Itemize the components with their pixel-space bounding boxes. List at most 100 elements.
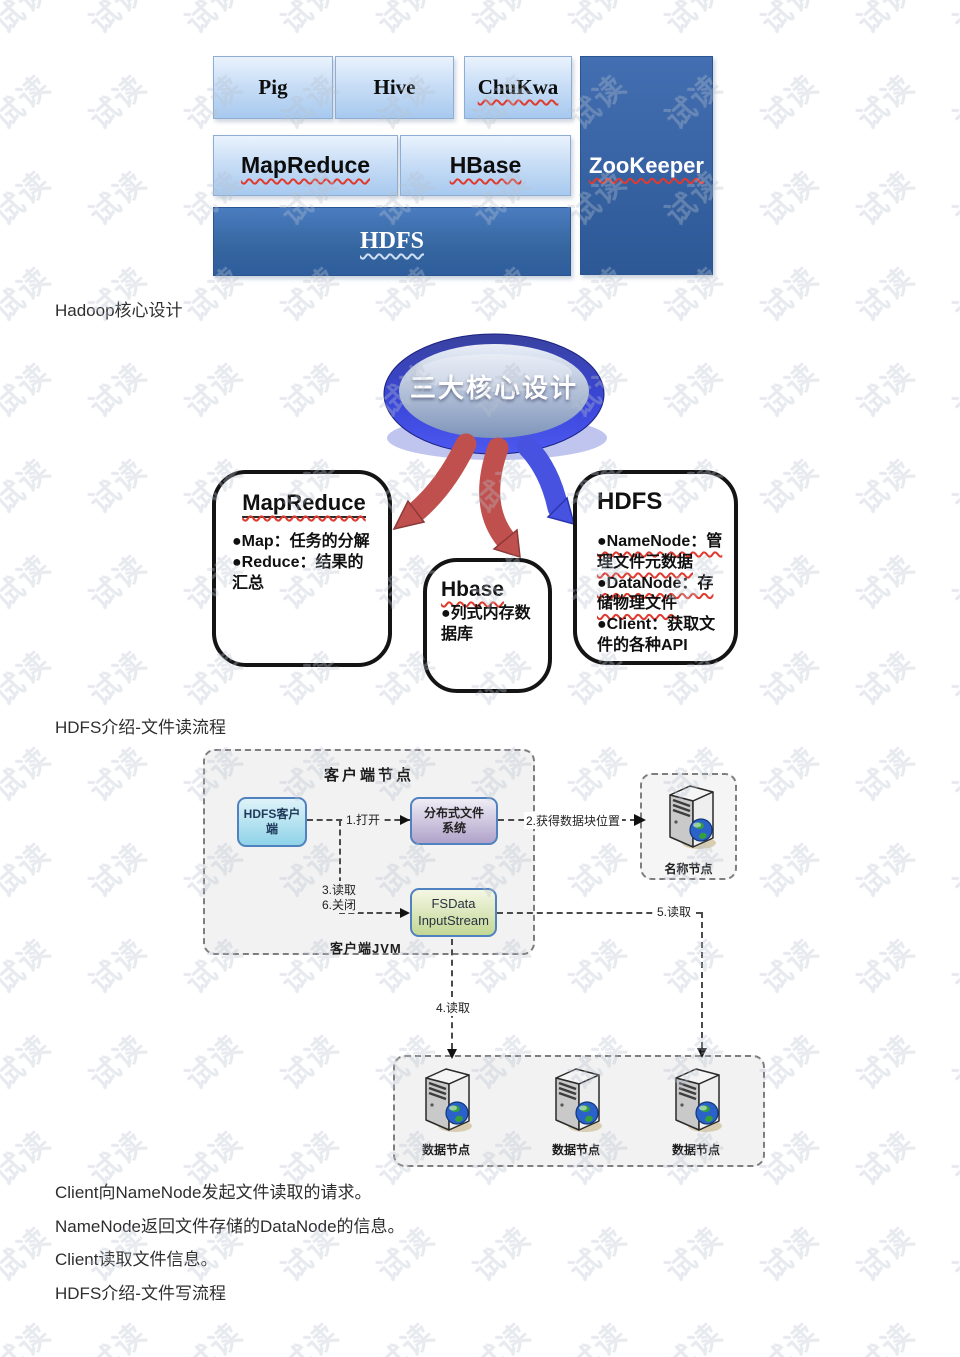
- core-mapreduce-title: MapReduce: [242, 490, 366, 518]
- step-open-label: 1.打开: [344, 811, 383, 828]
- distributed-fs-box: 分布式文件 系统: [410, 797, 498, 845]
- watermark-text: 试读: [947, 1028, 960, 1097]
- watermark-text: 试读: [851, 452, 922, 521]
- core-ellipse-title: 三大核心设计: [409, 373, 578, 403]
- watermark-text: 试读: [563, 1316, 634, 1357]
- core-box-hbase: Hbase ●列式内存数据库: [423, 558, 552, 693]
- client-jvm-label: 客户端JVM: [330, 941, 402, 956]
- zookeeper-label: ZooKeeper: [589, 152, 704, 178]
- step-read3-label: 3.读取: [320, 881, 359, 898]
- watermark-text: 试读: [851, 932, 922, 1001]
- watermark-text: 试读: [947, 932, 960, 1001]
- watermark-text: 试读: [947, 0, 960, 41]
- hbase-label: HBase: [449, 152, 522, 178]
- core-hbase-bullet-1: ●列式内存数据库: [441, 605, 531, 643]
- hdfs-client-box: HDFS客户端: [237, 797, 307, 847]
- watermark-text: 试读: [0, 1220, 58, 1289]
- hdfs-client-label: HDFS客户端: [243, 807, 301, 836]
- watermark-text: 试读: [851, 548, 922, 617]
- watermark-text: 试读: [947, 836, 960, 905]
- datanode-server-icon-1: [424, 1067, 474, 1134]
- pig-label: Pig: [258, 75, 288, 99]
- watermark-text: 试读: [755, 644, 826, 713]
- watermark-text: 试读: [851, 0, 922, 41]
- watermark-text: 试读: [755, 260, 826, 329]
- watermark-text: 试读: [851, 68, 922, 137]
- stack-box-hbase: HBase: [400, 135, 571, 196]
- watermark-text: 试读: [0, 1028, 58, 1097]
- arrow-to-hbase: [479, 437, 517, 551]
- watermark-text: 试读: [83, 164, 154, 233]
- flow-arrow-read5: [697, 1048, 707, 1058]
- namenode-server-icon: [668, 784, 718, 851]
- datanode-label-3: 数据节点: [671, 1143, 720, 1157]
- watermark-text: 试读: [659, 1316, 730, 1357]
- arrow-to-mapreduce: [405, 433, 477, 523]
- watermark-text: 试读: [947, 1316, 960, 1357]
- watermark-text: 试读: [755, 452, 826, 521]
- watermark-text: 试读: [0, 548, 58, 617]
- watermark-text: 试读: [851, 740, 922, 809]
- watermark-text: 试读: [83, 740, 154, 809]
- flow-line-read4-v: [451, 939, 453, 1049]
- watermark-text: 试读: [0, 740, 58, 809]
- watermark-text: 试读: [0, 164, 58, 233]
- heading-core-design: Hadoop核心设计: [55, 301, 183, 320]
- watermark-text: 试读: [83, 0, 154, 41]
- datanode-label-2: 数据节点: [551, 1143, 600, 1157]
- mapreduce-label: MapReduce: [240, 152, 371, 178]
- hive-label: Hive: [373, 75, 416, 99]
- watermark-text: 试读: [755, 836, 826, 905]
- watermark-text: 试读: [947, 548, 960, 617]
- flow-line-read-close: [339, 912, 401, 914]
- step-get-block-location-label: 2.获得数据块位置: [524, 812, 623, 829]
- watermark-text: 试读: [467, 1220, 538, 1289]
- arrow-to-hdfs-head: [546, 496, 576, 526]
- watermark-text: 试读: [275, 356, 346, 425]
- watermark-text: 试读: [659, 0, 730, 41]
- stack-box-hive: Hive: [335, 56, 454, 119]
- flow-line-read5-h: [497, 912, 702, 914]
- step-close6-label: 6.关闭: [320, 896, 359, 913]
- watermark-text: 试读: [0, 1124, 58, 1193]
- watermark-text: 试读: [851, 1220, 922, 1289]
- stack-box-chukwa: ChuKwa: [464, 56, 572, 119]
- watermark-text: 试读: [563, 932, 634, 1001]
- watermark-text: 试读: [659, 1220, 730, 1289]
- stack-box-hdfs: HDFS: [213, 207, 571, 276]
- datanode-server-icon-2: [554, 1067, 604, 1134]
- watermark-text: 试读: [947, 356, 960, 425]
- paragraph-1: Client向NameNode发起文件读取的请求。: [55, 1183, 372, 1202]
- core-hdfs-title: HDFS: [597, 488, 663, 515]
- core-ellipse-shadow: [387, 416, 607, 460]
- watermark-text: 试读: [467, 0, 538, 41]
- fsdata-line2: InputStream: [418, 912, 489, 928]
- stack-box-zookeeper: ZooKeeper: [580, 56, 713, 275]
- watermark-text: 试读: [947, 164, 960, 233]
- heading-write-flow: HDFS介绍-文件写流程: [55, 1284, 226, 1303]
- watermark-text: 试读: [755, 1220, 826, 1289]
- watermark-text: 试读: [563, 1220, 634, 1289]
- watermark-text: 试读: [0, 68, 58, 137]
- stack-box-pig: Pig: [213, 56, 333, 119]
- flow-arrow-read-close: [400, 908, 410, 918]
- watermark-text: 试读: [83, 356, 154, 425]
- watermark-text: 试读: [851, 356, 922, 425]
- watermark-text: 试读: [947, 644, 960, 713]
- watermark-text: 试读: [179, 1028, 250, 1097]
- watermark-text: 试读: [83, 68, 154, 137]
- core-box-hdfs: HDFS ●NameNode：管理文件元数据 ●DataNode：存储物理文件 …: [573, 470, 738, 665]
- watermark-text: 试读: [275, 1316, 346, 1357]
- fsdata-inputstream-box: FSData InputStream: [410, 888, 497, 937]
- watermark-text: 试读: [0, 356, 58, 425]
- watermark-text: 试读: [83, 836, 154, 905]
- flow-arrow-get-blocks: [634, 814, 646, 826]
- step-read5-label: 5.读取: [655, 903, 694, 920]
- watermark-text: 试读: [467, 1316, 538, 1357]
- chukwa-label: ChuKwa: [477, 75, 559, 99]
- watermark-text: 试读: [659, 356, 730, 425]
- watermark-text: 试读: [0, 452, 58, 521]
- watermark-text: 试读: [0, 1316, 58, 1357]
- core-hdfs-bullet-2: ●DataNode：存储物理文件: [597, 574, 714, 613]
